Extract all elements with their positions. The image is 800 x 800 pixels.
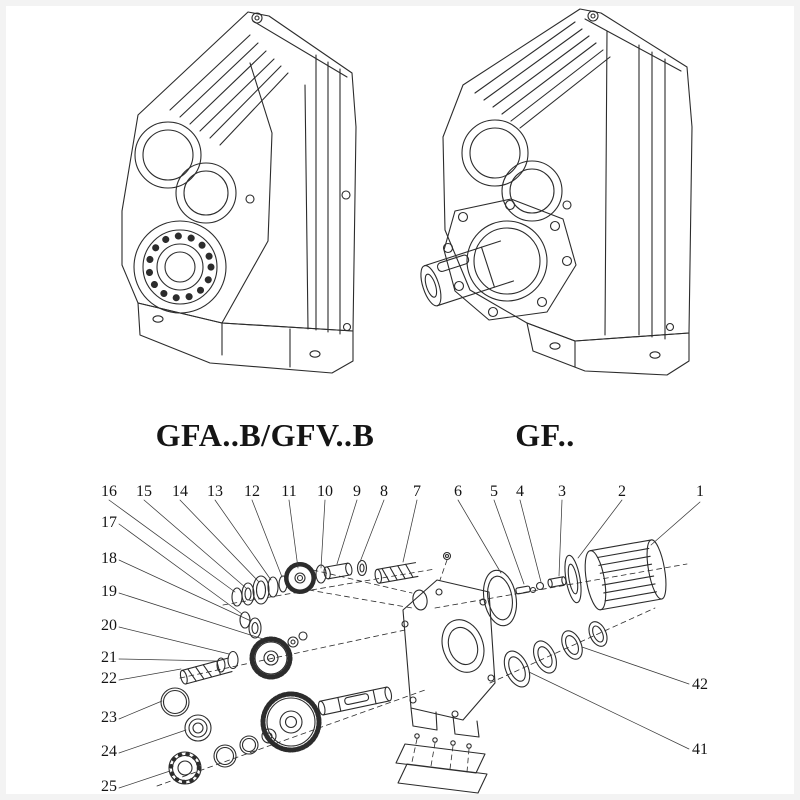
motor-flange: [564, 554, 582, 604]
part-callout: 21: [101, 649, 117, 666]
part-callout: 16: [101, 483, 117, 500]
part-callout: 1: [696, 483, 704, 500]
small-fasteners: [515, 576, 567, 595]
gearbox-housing: [401, 579, 496, 738]
housing-outline: [121, 11, 357, 332]
cooling-fins: [169, 34, 289, 146]
intermediate-gear-parts: [179, 611, 308, 685]
input-shaft-parts: [231, 551, 452, 607]
housing-outline: [442, 8, 693, 342]
part-callout: 22: [101, 670, 117, 687]
part-callout: 24: [101, 743, 117, 760]
exploded-parts-drawing: 16 15 14 13 12 11 10 9 8 7 6 5 4 3 2 1 1…: [101, 483, 708, 795]
output-flange: [442, 198, 577, 321]
part-callout: 14: [172, 483, 188, 500]
model-label-right: GF..: [515, 417, 575, 453]
motor-unit: [584, 539, 667, 611]
part-callout: 9: [353, 483, 361, 500]
part-callout: 3: [558, 483, 566, 500]
output-shaft: [420, 240, 515, 307]
part-callout: 5: [490, 483, 498, 500]
output-bearing: [133, 220, 227, 314]
mounting-feet: [137, 302, 354, 374]
intermediate-pinion-shaft: [179, 657, 233, 685]
part-callout: 12: [244, 483, 260, 500]
front-side-edge: [304, 84, 309, 330]
part-callout: 4: [516, 483, 524, 500]
part-callout: 42: [692, 676, 708, 693]
assembly-axis-lines: [156, 563, 688, 787]
part-callout: 17: [101, 514, 117, 531]
gearbox-foot-mounted-drawing: [121, 11, 357, 374]
output-shaft: [317, 686, 393, 716]
mounting-feet: [526, 322, 690, 376]
upper-bores: [461, 119, 563, 222]
part-callouts: 16 15 14 13 12 11 10 9 8 7 6 5 4 3 2 1 1…: [101, 483, 708, 795]
part-callout: 13: [207, 483, 223, 500]
upper-bores: [134, 121, 237, 224]
side-ribs: [638, 44, 666, 340]
input-pinion: [374, 562, 419, 584]
part-callout: 25: [101, 778, 117, 795]
front-side-edge: [604, 30, 608, 336]
plug-screws: [562, 10, 675, 332]
part-callout: 20: [101, 617, 117, 634]
side-ribs: [315, 54, 341, 335]
part-callout: 2: [618, 483, 626, 500]
housing-cover-parts: [395, 733, 488, 794]
model-label-left: GFA..B/GFV..B: [155, 417, 375, 453]
leader-lines: [108, 499, 701, 789]
top-face-edge: [252, 20, 348, 78]
cooling-fins: [474, 21, 611, 129]
part-callout: 23: [101, 709, 117, 726]
part-callout: 18: [101, 550, 117, 567]
plug-screws: [245, 12, 352, 332]
part-callout: 19: [101, 583, 117, 600]
output-gear-parts: [160, 686, 393, 785]
part-callout: 7: [413, 483, 421, 500]
output-side-rings: [503, 621, 608, 688]
gasket-ring: [482, 569, 518, 627]
part-callout: 8: [380, 483, 388, 500]
part-callout: 15: [136, 483, 152, 500]
part-callout: 11: [281, 483, 296, 500]
gearbox-shaft-drawing: [420, 8, 693, 376]
part-callout: 41: [692, 741, 708, 758]
front-face-contour: [221, 62, 273, 324]
part-callout: 10: [317, 483, 333, 500]
part-callout: 6: [454, 483, 462, 500]
top-face-edge: [584, 18, 682, 72]
